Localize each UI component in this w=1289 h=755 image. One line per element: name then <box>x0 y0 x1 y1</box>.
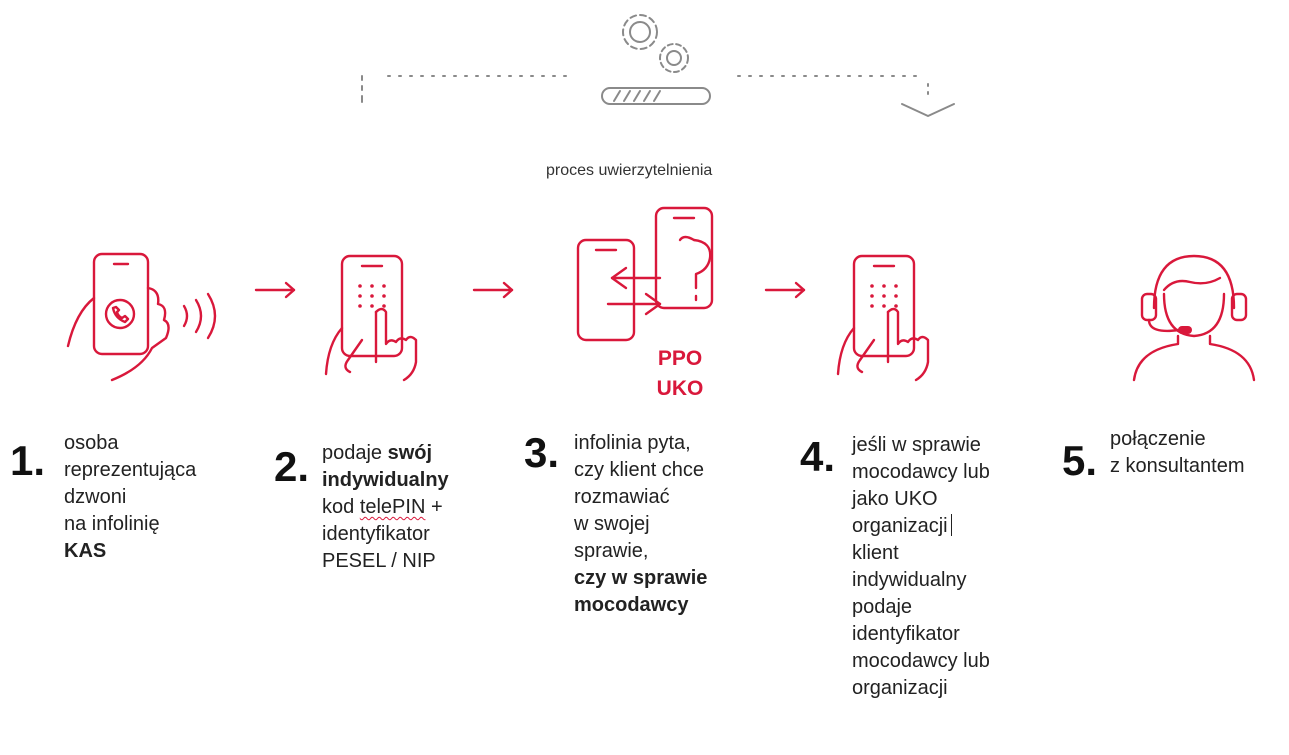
consultant-headset-icon <box>1132 254 1256 382</box>
step-4-text: jeśli w sprawie mocodawcy lub jako UKO o… <box>852 432 990 702</box>
text-cursor <box>950 514 953 536</box>
phone-call-hand-icon <box>66 252 217 382</box>
ppo-label: PPO <box>657 347 703 370</box>
step-1-line: reprezentująca <box>64 459 197 481</box>
step-5-text: połączenie z konsultantem <box>1110 426 1245 480</box>
step-4-line: indywidualny <box>852 569 967 591</box>
step-1-line-bold: KAS <box>64 540 107 562</box>
step-2-line: podaje <box>322 442 388 464</box>
keypad-hand-icon <box>324 254 418 382</box>
step-2-line-bold: indywidualny <box>322 469 449 491</box>
process-label: proces uwierzytelnienia <box>546 162 713 179</box>
step-3-line: czy klient chce <box>574 459 705 481</box>
step-3-number: 3. <box>524 429 560 476</box>
phones-exchange-question-icon <box>576 206 714 342</box>
dotted-line-right <box>737 75 955 117</box>
step-4-line: mocodawcy lub <box>852 650 990 672</box>
keypad-hand-icon <box>836 254 930 382</box>
step-2-line: + <box>425 496 443 518</box>
step-2-number: 2. <box>274 443 310 490</box>
step-5-number: 5. <box>1062 437 1098 484</box>
step-4-line: jeśli w sprawie <box>852 434 981 456</box>
step-2-line: kod <box>322 496 360 518</box>
step-5-line: z konsultantem <box>1110 455 1245 477</box>
step-4-line: organizacji <box>852 677 948 699</box>
step-5-line: połączenie <box>1110 428 1206 450</box>
step-3-text: infolinia pyta, czy klient chce rozmawia… <box>574 430 707 619</box>
step-2-line-bold: swój <box>387 442 433 464</box>
step-4-line: mocodawcy lub <box>852 461 990 483</box>
step-3-line-bold: mocodawcy <box>574 594 689 616</box>
step-1-number: 1. <box>10 437 46 484</box>
step-1-line: dzwoni <box>64 486 127 508</box>
step-4-line: podaje <box>852 596 913 618</box>
ppo-uko-badge: PPO UKO <box>640 344 720 404</box>
step-4-line: klient <box>852 542 899 564</box>
step-3-line: sprawie, <box>574 540 649 562</box>
progress-bar-icon <box>601 87 711 105</box>
arrow-right-icon <box>472 281 514 299</box>
step-2-line: PESEL / NIP <box>322 550 436 572</box>
uko-label: UKO <box>656 377 704 400</box>
gears-icon <box>622 14 689 73</box>
dotted-line-left <box>361 75 573 103</box>
step-4-number: 4. <box>800 433 836 480</box>
step-1-line: osoba <box>64 432 119 454</box>
step-4-line: identyfikator <box>852 623 960 645</box>
telepin-term: telePIN <box>359 496 426 518</box>
step-2-text: podaje swój indywidualny kod telePIN + i… <box>322 440 449 575</box>
process-graphic <box>361 14 955 117</box>
step-3-line: infolinia pyta, <box>574 432 691 454</box>
arrow-right-icon <box>254 281 296 299</box>
step-3-line-bold: czy w sprawie <box>574 567 708 589</box>
arrow-right-icon <box>764 281 806 299</box>
step-2-line: identyfikator <box>322 523 430 545</box>
step-3-line: w swojej <box>574 513 650 535</box>
step-1-text: osoba reprezentująca dzwoni na infolinię… <box>64 430 196 565</box>
step-3-line: rozmawiać <box>574 486 670 508</box>
step-4-line: organizacji <box>852 515 948 537</box>
step-1-line: na infolinię <box>64 513 160 535</box>
step-4-line: jako UKO <box>852 488 938 510</box>
